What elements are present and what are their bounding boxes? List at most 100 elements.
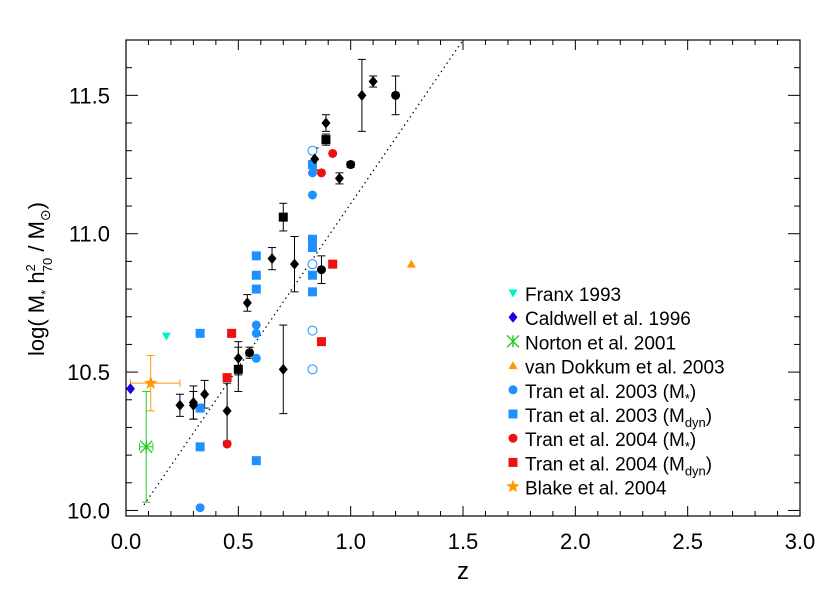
data-point [251, 320, 261, 330]
y-tick-label: 10.5 [67, 360, 110, 385]
data-point [222, 373, 232, 383]
legend-label: Tran et al. 2004 (M*) [525, 430, 696, 454]
data-point [251, 270, 261, 280]
data-point [307, 243, 317, 253]
data-point [144, 376, 158, 389]
x-tick-label: 1.5 [448, 529, 479, 554]
data-point [251, 353, 261, 363]
data-point [188, 399, 198, 411]
y-axis-label-sup: 2 [23, 264, 38, 271]
data-point [334, 172, 344, 184]
data-point [391, 90, 401, 100]
data-point [368, 76, 378, 88]
data-point [307, 287, 317, 297]
x-tick-label: 0.0 [111, 529, 142, 554]
y-tick-label: 10.0 [67, 498, 110, 523]
data-point [233, 352, 243, 364]
legend-marker [508, 409, 518, 419]
data-point [307, 259, 318, 270]
x-tick-label: 1.0 [335, 529, 366, 554]
data-point [139, 440, 153, 454]
y-axis-label-prefix: log( M [24, 295, 49, 356]
y-tick-label: 11.0 [69, 222, 110, 247]
data-point [316, 265, 326, 275]
legend-marker [508, 385, 518, 395]
y-axis-label-sub: 70 [40, 258, 55, 272]
data-point [357, 89, 367, 101]
data-point [125, 383, 135, 395]
data-point [195, 328, 205, 338]
legend-label: Franx 1993 [525, 285, 621, 306]
data-point [406, 259, 416, 268]
data-point [307, 270, 317, 280]
legend-marker [508, 433, 518, 443]
data-point [290, 258, 299, 270]
y-axis-label-sun: ⊙ [37, 209, 53, 221]
data-point [175, 399, 185, 411]
data-point [307, 145, 318, 156]
data-point [307, 234, 317, 244]
data-point [321, 135, 331, 145]
x-tick-label: 2.0 [560, 529, 591, 554]
data-point [307, 190, 317, 200]
data-point [267, 253, 277, 265]
data-point-layer [125, 76, 416, 513]
legend-marker [506, 334, 520, 348]
legend-marker [506, 479, 520, 493]
y-axis-label-h: h [24, 271, 49, 289]
axis-ticks [125, 39, 801, 516]
data-point [161, 332, 171, 341]
data-point [328, 259, 338, 269]
data-point [195, 442, 205, 452]
legend-marker [508, 457, 518, 467]
data-point [222, 439, 232, 449]
legend-label: van Dokkum et al. 2003 [525, 358, 725, 379]
legend-label: Caldwell et al. 1996 [525, 309, 691, 330]
legend-label: Tran et al. 2003 (M*) [525, 382, 696, 406]
data-point [307, 325, 318, 336]
data-point [307, 364, 318, 375]
legend-marker [508, 311, 518, 323]
tick-labels: 0.0 0.5 1.0 1.5 2.0 2.5 3.0 10.0 10.5 11.0 11.5 [67, 83, 815, 554]
data-point [251, 328, 261, 338]
data-point [195, 503, 205, 513]
data-point [200, 388, 210, 400]
y-tick-label: 11.5 [69, 83, 110, 108]
data-point [242, 297, 252, 309]
legend-label: Tran et al. 2003 (Mdyn) [525, 406, 712, 430]
legend-label: Norton et al. 2001 [525, 333, 676, 354]
data-point [195, 403, 205, 413]
x-axis-label: z [457, 558, 469, 585]
data-point [346, 160, 356, 170]
data-point [278, 212, 288, 222]
data-point [321, 117, 331, 129]
x-tick-label: 0.5 [223, 529, 254, 554]
legend-marker [508, 289, 518, 298]
data-point [307, 168, 317, 178]
legend-marker [508, 361, 518, 370]
y-axis-label-star: * [38, 290, 53, 295]
data-point [316, 168, 326, 178]
y-axis-label-slash: / M [24, 221, 49, 258]
data-point [251, 456, 261, 466]
data-point [310, 153, 320, 165]
data-point [251, 251, 261, 261]
legend-label: Tran et al. 2004 (Mdyn) [525, 454, 712, 478]
data-point [328, 148, 338, 158]
data-point [251, 284, 261, 294]
legend-label: Blake et al. 2004 [525, 479, 667, 500]
data-point [316, 337, 326, 347]
data-point [233, 364, 243, 374]
data-point [227, 328, 237, 338]
data-point [307, 160, 317, 170]
x-tick-label: 3.0 [785, 529, 816, 554]
data-point [278, 363, 288, 375]
data-point [245, 348, 255, 358]
x-tick-label: 2.5 [672, 529, 703, 554]
data-point [222, 405, 232, 417]
y-axis-label-close: ) [24, 202, 49, 209]
